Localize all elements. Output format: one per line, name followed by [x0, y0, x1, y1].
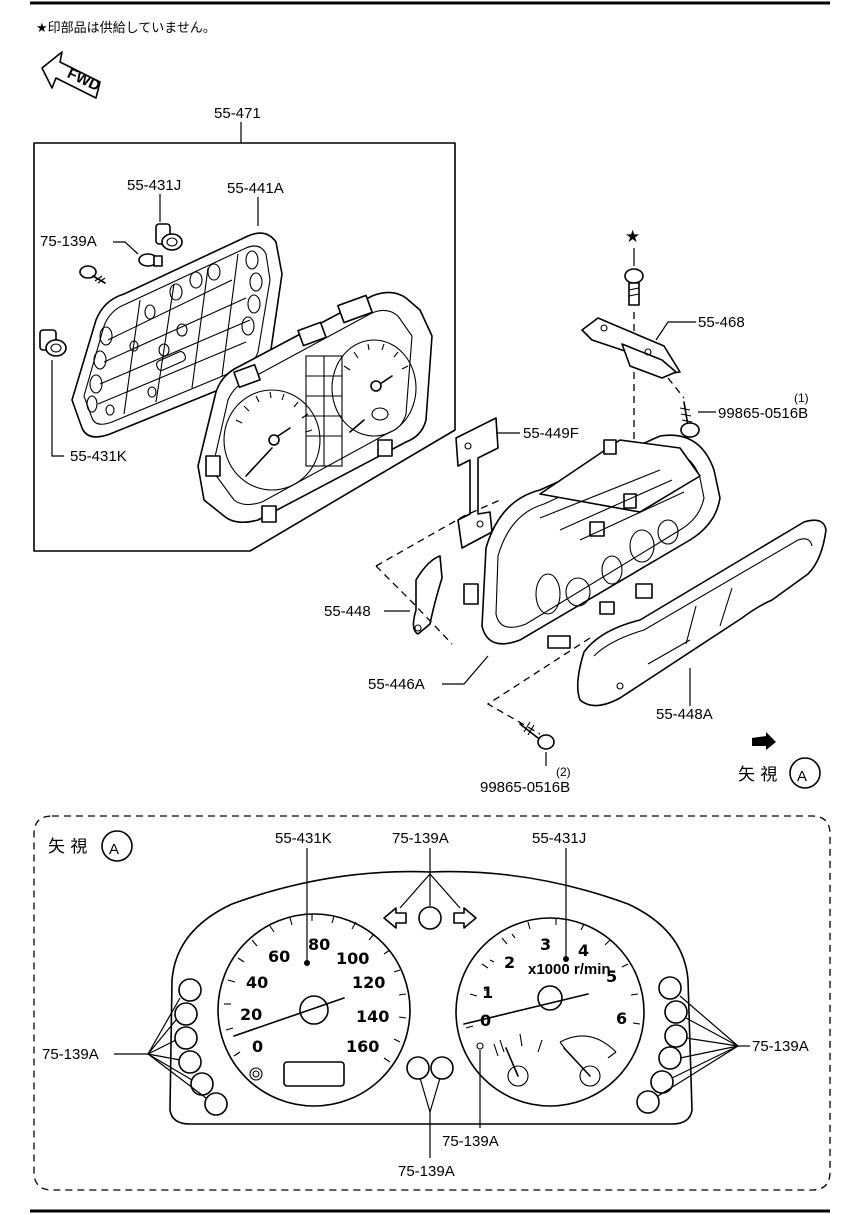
- cover-55-448A: [576, 519, 827, 707]
- view-circle: [789, 757, 821, 789]
- socket-431J-dot: [563, 956, 569, 962]
- tachometer: 0 1 2 3 4 5 6 x1000 r/min: [455, 917, 645, 1107]
- label-75-139A-mid: 75-139A: [442, 1133, 499, 1150]
- label-75-139A-left: 75-139A: [42, 1046, 99, 1063]
- star-marker: ★: [625, 227, 640, 247]
- header-note: ★印部品は供給していません。: [36, 21, 216, 36]
- speed-20: 20: [240, 1005, 262, 1024]
- label-qty1: (1): [794, 391, 809, 405]
- leader-55-431K-upper: [51, 360, 64, 457]
- tach-1: 1: [482, 983, 493, 1002]
- label-55-441A: 55-441A: [227, 180, 284, 197]
- view-a-title: 矢 視: [48, 837, 87, 857]
- dash-468: [667, 377, 685, 399]
- bulb-socket-431K: [39, 329, 67, 357]
- leaders-left: [114, 997, 207, 1099]
- speed-100: 100: [336, 949, 369, 968]
- view-letter: A: [797, 768, 807, 785]
- dash-448-bottom: [375, 565, 453, 645]
- label-55-431K-upper: 55-431K: [70, 448, 127, 465]
- screw-99865-2: [519, 721, 555, 750]
- meter-case: [197, 291, 433, 524]
- leaders-bottom: [419, 1050, 481, 1158]
- socket-431K-dot: [304, 960, 310, 966]
- view-a-letter: A: [109, 841, 119, 858]
- tach-5: 5: [606, 967, 617, 986]
- label-qty2: (2): [556, 765, 571, 779]
- tach-6: 6: [616, 1009, 627, 1028]
- leader-55-468: [655, 321, 696, 341]
- leaders-right: [657, 995, 750, 1097]
- turn-right-icon: [453, 907, 477, 929]
- speed-160: 160: [346, 1037, 379, 1056]
- leader-55-446A: [442, 655, 489, 685]
- center-lamp-right: [430, 1056, 454, 1080]
- label-55-431K-view: 55-431K: [275, 830, 332, 847]
- indicator-lamp-top: [418, 906, 442, 930]
- label-55-431J: 55-431J: [127, 177, 181, 194]
- bulb-socket-431J: [155, 223, 183, 251]
- dash-screw-2: [486, 637, 591, 735]
- label-75-139A-upper: 75-139A: [40, 233, 97, 250]
- dash-448-top: [375, 499, 501, 567]
- speed-140: 140: [356, 1007, 389, 1026]
- assembly-box-55-471: [33, 142, 456, 552]
- leader-139A-top-l: [399, 873, 431, 909]
- label-55-471: 55-471: [214, 105, 261, 122]
- lens-55-448: [412, 555, 443, 635]
- leader-75-139A-upper: [113, 241, 139, 255]
- tach-unit: x1000 r/min: [528, 961, 611, 978]
- cluster-face: [169, 870, 693, 1125]
- screw-99865-1: [679, 401, 700, 438]
- label-99865-2: 99865-0516B: [480, 779, 570, 796]
- speedometer: 0 20 40 60 80 100 120 140 160: [217, 913, 411, 1107]
- view-arrow-icon: [752, 732, 776, 750]
- view-a-circle: [101, 830, 133, 862]
- label-75-139A-top: 75-139A: [392, 830, 449, 847]
- center-lamp-left: [406, 1056, 430, 1080]
- view-a-frame: [33, 815, 831, 1191]
- label-55-448: 55-448: [324, 603, 371, 620]
- circuit-board-55-441A: [71, 232, 283, 438]
- speed-60: 60: [268, 947, 290, 966]
- label-55-468: 55-468: [698, 314, 745, 331]
- speed-80: 80: [308, 935, 330, 954]
- label-99865-1: 99865-0516B: [718, 405, 808, 422]
- plate-55-449F: [455, 417, 499, 549]
- housing-55-446A: [463, 434, 721, 649]
- speed-120: 120: [352, 973, 385, 992]
- screw-upper: [79, 265, 106, 284]
- tach-0: 0: [480, 1011, 491, 1030]
- leader-139A-top-r: [429, 873, 461, 909]
- label-55-449F: 55-449F: [523, 425, 579, 442]
- label-75-139A-bottom: 75-139A: [398, 1163, 455, 1180]
- speed-0: 0: [252, 1037, 263, 1056]
- left-lamp-group: [174, 978, 228, 1116]
- tach-3: 3: [540, 935, 551, 954]
- label-55-446A: 55-446A: [368, 676, 425, 693]
- bulb-75-139A-upper: [138, 253, 163, 267]
- bolt-star: [624, 268, 644, 306]
- label-75-139A-right: 75-139A: [752, 1038, 809, 1055]
- bracket-55-468: [581, 317, 681, 379]
- fwd-arrow-icon: FWD: [41, 51, 103, 99]
- label-55-431J-view: 55-431J: [532, 830, 586, 847]
- label-55-448A: 55-448A: [656, 706, 713, 723]
- speed-40: 40: [246, 973, 268, 992]
- tach-2: 2: [504, 953, 515, 972]
- turn-left-icon: [383, 907, 407, 929]
- tach-4: 4: [578, 941, 589, 960]
- right-lamp-group: [636, 976, 688, 1114]
- view-label: 矢 視: [738, 765, 777, 785]
